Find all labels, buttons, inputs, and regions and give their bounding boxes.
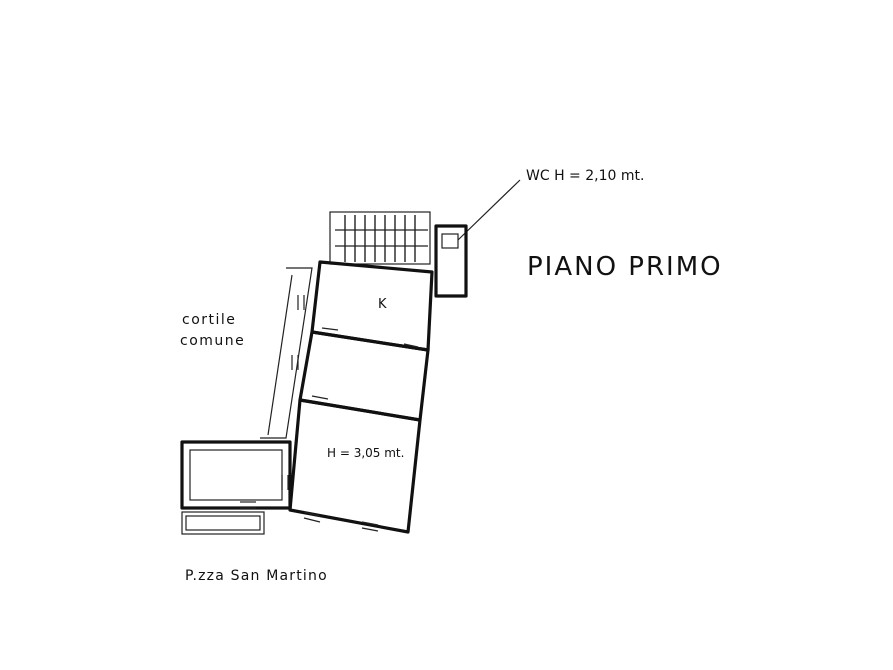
- left-annex-room: [180, 440, 292, 510]
- room-height-label: H = 3,05 mt.: [327, 446, 404, 460]
- wc-label: WC H = 2,10 mt.: [526, 168, 644, 184]
- kitchen-room: [310, 260, 434, 352]
- window-marks: [240, 295, 419, 532]
- main-room: [288, 398, 422, 534]
- kitchen-label: K: [378, 297, 387, 312]
- balcony-strip: [181, 511, 265, 535]
- wc-room: [434, 224, 468, 298]
- courtyard-label-line1: cortile: [182, 312, 236, 328]
- staircase: [329, 211, 431, 265]
- courtyard-label-line2: comune: [180, 333, 245, 349]
- courtyard-boundary: [260, 267, 313, 439]
- plan-title: PIANO PRIMO: [527, 252, 723, 282]
- square-label: P.zza San Martino: [185, 568, 328, 584]
- wc-leader-line: [457, 179, 521, 241]
